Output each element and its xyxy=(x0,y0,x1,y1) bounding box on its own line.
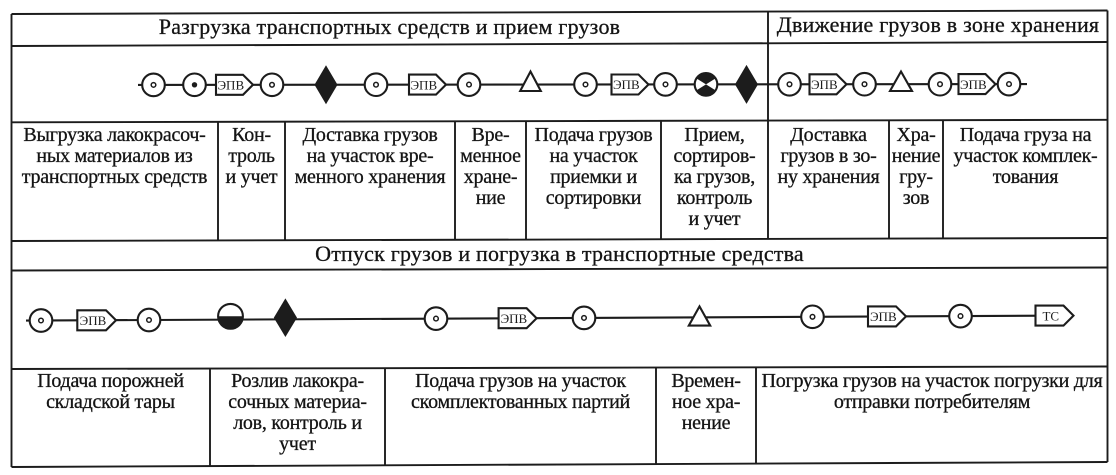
svg-text:ЭПВ: ЭПВ xyxy=(613,77,640,92)
svg-text:ЭПВ: ЭПВ xyxy=(80,313,107,328)
svg-text:ЭПВ: ЭПВ xyxy=(217,78,244,93)
svg-text:ЭПВ: ЭПВ xyxy=(960,77,987,92)
svg-text:ЭПВ: ЭПВ xyxy=(870,309,897,324)
svg-text:ЭПВ: ЭПВ xyxy=(501,311,528,326)
svg-text:ТС: ТС xyxy=(1042,308,1059,323)
svg-text:ЭПВ: ЭПВ xyxy=(410,77,437,92)
svg-text:ЭПВ: ЭПВ xyxy=(811,77,838,92)
